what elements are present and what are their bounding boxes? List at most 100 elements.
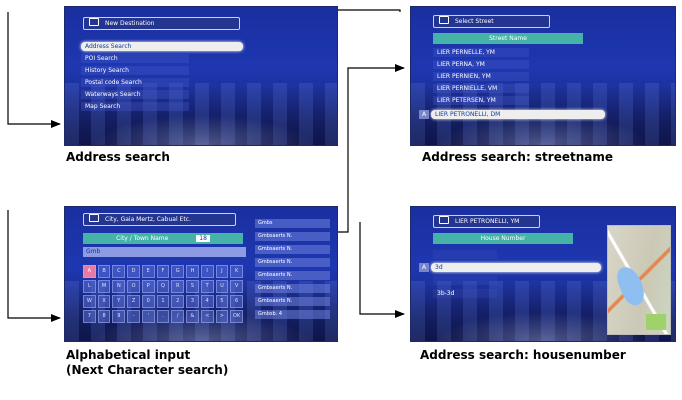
candidate-list-item[interactable]: Gmbsaerts N. xyxy=(255,258,330,267)
keyboard-key[interactable]: 3 xyxy=(186,295,199,308)
candidate-list-item[interactable]: Gmbsaerts N. xyxy=(255,245,330,254)
street-list-item[interactable]: LIER PERNIEN, YM xyxy=(433,72,529,81)
keyboard-key[interactable]: S xyxy=(186,280,199,293)
caption-streetname: Address search: streetname xyxy=(422,150,614,164)
candidate-list-item[interactable]: Gmbsaerts N. xyxy=(255,297,330,306)
menu-item-waterways-search[interactable]: Waterways Search xyxy=(81,90,189,99)
keyboard-key[interactable]: & xyxy=(186,310,199,323)
keyboard-key[interactable]: E xyxy=(141,265,155,278)
candidate-list-item[interactable]: Gmbs xyxy=(255,219,330,228)
keyboard-key[interactable]: > xyxy=(215,310,229,323)
keyboard-key[interactable]: . xyxy=(156,310,170,323)
housenumber-list-item[interactable] xyxy=(433,250,497,259)
letter-tab[interactable]: A xyxy=(419,263,429,272)
caption-alphabetical-line2: (Next Character search) xyxy=(66,363,229,377)
keyboard-key[interactable]: C xyxy=(112,265,126,278)
keyboard-key[interactable]: X xyxy=(97,295,111,308)
keyboard-key[interactable]: 5 xyxy=(215,295,229,308)
keyboard-key[interactable]: 4 xyxy=(200,295,214,308)
letter-tab[interactable]: A xyxy=(419,110,429,119)
text-entry-field[interactable]: Gmb xyxy=(83,247,246,257)
street-list-item[interactable]: LIER PETERSEN, YM xyxy=(433,96,529,105)
keyboard-key[interactable]: 6 xyxy=(230,295,243,308)
candidate-list-item[interactable]: Gmbsaerts N. xyxy=(255,284,330,293)
keyboard-key[interactable]: 8 xyxy=(97,310,111,323)
candidate-list-item[interactable]: Gmbsb. 4 xyxy=(255,310,330,319)
screen-title: City, Gaia Mertz, Cabual Etc. xyxy=(105,216,191,223)
keyboard-key[interactable]: P xyxy=(141,280,155,293)
keyboard-key[interactable]: T xyxy=(200,280,214,293)
title-bar: City, Gaia Mertz, Cabual Etc. xyxy=(83,213,236,226)
menu-item-address-search[interactable]: Address Search xyxy=(81,42,243,51)
keyboard-key[interactable]: L xyxy=(83,280,96,293)
keyboard-key[interactable]: Q xyxy=(156,280,170,293)
keyboard-key[interactable]: Y xyxy=(112,295,126,308)
keyboard-key[interactable]: V xyxy=(230,280,243,293)
navigation-icon xyxy=(89,18,99,26)
screen-alphabetical-input: City, Gaia Mertz, Cabual Etc. City / Tow… xyxy=(64,206,338,342)
map-water-area xyxy=(613,263,649,309)
arrow-to-address-search xyxy=(7,12,61,128)
screen-title: Select Street xyxy=(455,18,494,25)
street-list-item[interactable]: LIER PERNELLE, YM xyxy=(433,48,529,57)
keyboard-key[interactable]: B xyxy=(97,265,111,278)
housenumber-list-item[interactable]: 3b-3d xyxy=(433,289,497,298)
arrow-to-housenumber xyxy=(359,222,405,318)
keyboard-key[interactable]: K xyxy=(230,265,243,278)
street-list-item[interactable]: LIER PERNIELLE, VM xyxy=(433,84,529,93)
keyboard-key[interactable]: O xyxy=(127,280,140,293)
keyboard-key[interactable]: I xyxy=(200,265,214,278)
menu-item-poi-search[interactable]: POI Search xyxy=(81,54,189,63)
keyboard-key[interactable]: - xyxy=(127,310,140,323)
candidate-list-item[interactable]: Gmbsaerts N. xyxy=(255,271,330,280)
candidate-list-item[interactable]: Gmbsaerts N. xyxy=(255,232,330,241)
screen-title: LIER PETRONELLI, YM xyxy=(455,218,520,225)
keyboard-key[interactable]: F xyxy=(156,265,170,278)
arrow-alpha-to-streetname xyxy=(336,64,405,233)
keyboard-key[interactable]: 2 xyxy=(171,295,185,308)
keyboard-key[interactable]: 0 xyxy=(141,295,155,308)
screen-title: New Destination xyxy=(105,20,155,27)
house-number-header: House Number xyxy=(433,233,573,244)
screen-streetname: Select Street Street Name LIER PERNELLE,… xyxy=(410,6,676,146)
city-icon xyxy=(89,214,99,222)
keyboard-key[interactable]: U xyxy=(215,280,229,293)
caption-housenumber: Address search: housenumber xyxy=(420,348,626,362)
city-name-header: City / Town Name 18 xyxy=(83,233,243,244)
keyboard-key[interactable]: J xyxy=(215,265,229,278)
menu-item-history-search[interactable]: History Search xyxy=(81,66,189,75)
keyboard-key[interactable]: W xyxy=(83,295,96,308)
keyboard-key[interactable]: 9 xyxy=(112,310,126,323)
keyboard-key[interactable]: 7 xyxy=(83,310,96,323)
street-list-item-selected[interactable]: LIER PETRONELLI, DM xyxy=(431,110,605,119)
keyboard-key[interactable]: / xyxy=(171,310,185,323)
street-list-item[interactable]: LIER PERNA, YM xyxy=(433,60,529,69)
keyboard-key[interactable]: ' xyxy=(141,310,155,323)
housenumber-list-item-selected[interactable]: 3d xyxy=(431,263,601,272)
city-name-header-label: City / Town Name xyxy=(116,235,169,242)
menu-item-postal-code-search[interactable]: Postal code Search xyxy=(81,78,189,87)
keyboard-key[interactable]: H xyxy=(186,265,199,278)
arrow-to-alphabetical xyxy=(7,210,61,322)
keyboard-key[interactable]: OK xyxy=(230,310,243,323)
map-preview[interactable] xyxy=(607,225,671,335)
menu-item-map-search[interactable]: Map Search xyxy=(81,102,189,111)
keyboard-key[interactable]: G xyxy=(171,265,185,278)
arrow-to-streetname xyxy=(336,9,401,12)
keyboard-key[interactable]: A xyxy=(83,265,96,278)
keyboard-key[interactable]: N xyxy=(112,280,126,293)
keyboard-key[interactable]: R xyxy=(171,280,185,293)
keyboard-key[interactable]: 1 xyxy=(156,295,170,308)
street-icon xyxy=(439,216,449,224)
street-icon xyxy=(439,16,449,24)
housenumber-list-item[interactable] xyxy=(433,276,497,285)
keyboard-key[interactable]: Z xyxy=(127,295,140,308)
keyboard-key[interactable]: D xyxy=(127,265,140,278)
keyboard-key[interactable]: < xyxy=(200,310,214,323)
screen-address-search: New Destination Address Search POI Searc… xyxy=(64,6,338,146)
title-bar: New Destination xyxy=(83,17,240,30)
caption-address-search: Address search xyxy=(66,150,170,164)
keyboard-key[interactable]: M xyxy=(97,280,111,293)
result-count: 18 xyxy=(196,235,210,242)
